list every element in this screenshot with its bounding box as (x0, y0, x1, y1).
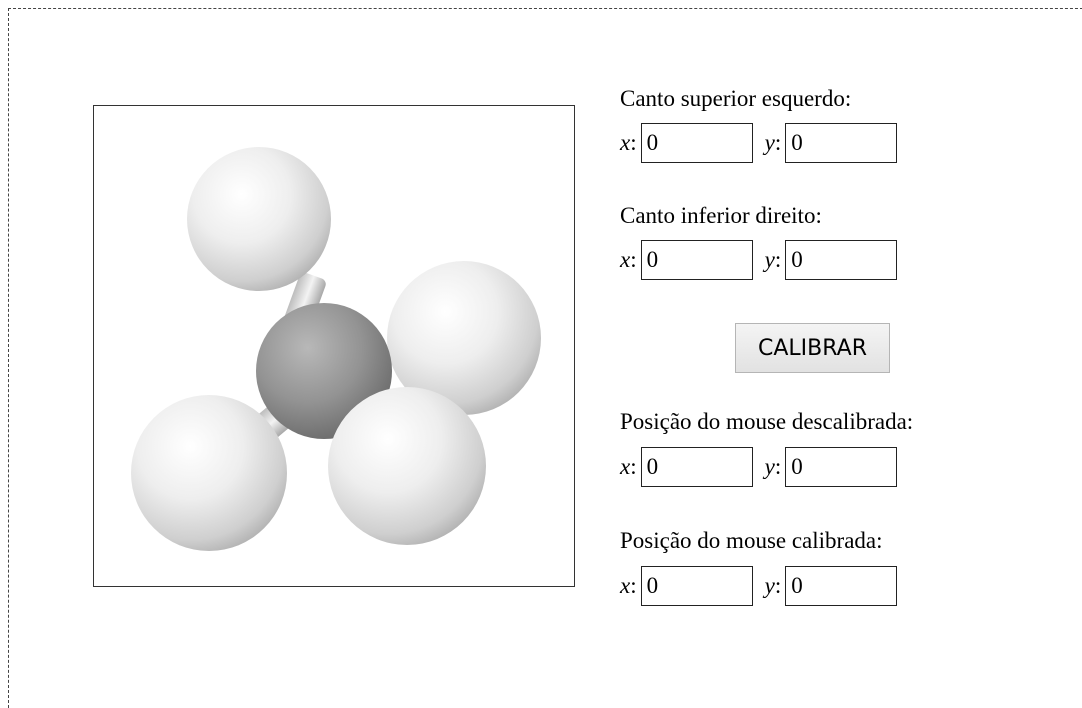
bottom-right-y-field[interactable]: 0 (785, 240, 898, 280)
top-left-y-label: y (764, 130, 775, 155)
methane-molecule-image (131, 147, 541, 551)
mouse-raw-heading: Posição do mouse descalibrada: (620, 409, 914, 434)
bottom-right-heading: Canto inferior direito: (620, 203, 822, 228)
mouse-calibrated-x-label: x (620, 573, 631, 598)
top-left-x-label: x (620, 130, 631, 155)
page-frame (8, 8, 1082, 708)
bottom-right-x-field[interactable]: 0 (640, 240, 753, 280)
top-left-x-field[interactable]: 0 (640, 123, 753, 163)
top-left-row: x: 0 y: 0 (620, 123, 898, 163)
mouse-raw-y-label: y (764, 454, 775, 479)
mouse-raw-x-label: x (620, 454, 631, 479)
mouse-calibrated-x-field[interactable]: 0 (640, 566, 753, 606)
bottom-right-y-label: y (764, 247, 775, 272)
mouse-calibrated-heading: Posição do mouse calibrada: (620, 528, 883, 553)
bottom-right-x-label: x (620, 247, 631, 272)
top-left-y-field[interactable]: 0 (785, 123, 898, 163)
mouse-raw-row: x: 0 y: 0 (620, 447, 898, 487)
top-left-heading: Canto superior esquerdo: (620, 86, 852, 111)
hydrogen-atom-bottom-front (328, 387, 486, 545)
mouse-calibrated-y-label: y (764, 573, 775, 598)
hydrogen-atom-top-left (187, 147, 331, 291)
hydrogen-atom-bottom-left (131, 395, 287, 551)
calibrate-button[interactable]: CALIBRAR (735, 323, 890, 373)
mouse-calibrated-y-field[interactable]: 0 (785, 566, 898, 606)
bottom-right-row: x: 0 y: 0 (620, 240, 898, 280)
hydrogen-atom-right (387, 261, 541, 415)
mouse-raw-y-field[interactable]: 0 (785, 447, 898, 487)
mouse-raw-x-field[interactable]: 0 (640, 447, 753, 487)
mouse-calibrated-row: x: 0 y: 0 (620, 566, 898, 606)
molecule-canvas[interactable] (93, 105, 575, 587)
